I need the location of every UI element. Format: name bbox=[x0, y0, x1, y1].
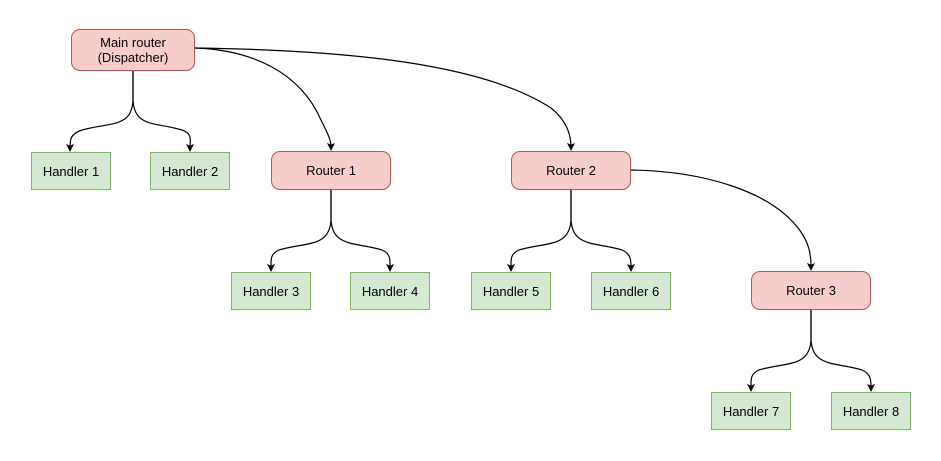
node-label-handler-7: Handler 7 bbox=[722, 403, 780, 419]
edge-router-2-to-handler-5 bbox=[506, 189, 572, 272]
edge-router-3-to-handler-7 bbox=[746, 309, 812, 392]
edge-router-2-to-router-3 bbox=[630, 169, 815, 271]
edge-main-to-handler-2 bbox=[132, 70, 195, 152]
node-label-handler-3: Handler 3 bbox=[242, 283, 300, 299]
node-label-handler-4: Handler 4 bbox=[361, 283, 419, 299]
edge-router-3-to-handler-8 bbox=[810, 309, 875, 392]
node-handler-3[interactable]: Handler 3 bbox=[231, 272, 311, 310]
node-label-main-router: Main router (Dispatcher) bbox=[97, 35, 169, 65]
edge-router-1-to-handler-3 bbox=[266, 189, 332, 272]
node-main-router[interactable]: Main router (Dispatcher) bbox=[71, 29, 195, 71]
node-label-handler-2: Handler 2 bbox=[161, 163, 219, 179]
node-label-handler-8: Handler 8 bbox=[842, 403, 900, 419]
node-router-2[interactable]: Router 2 bbox=[511, 151, 631, 190]
node-handler-4[interactable]: Handler 4 bbox=[350, 272, 430, 310]
edge-router-2-to-handler-6 bbox=[570, 189, 635, 272]
node-label-handler-6: Handler 6 bbox=[602, 283, 660, 299]
node-handler-8[interactable]: Handler 8 bbox=[831, 392, 911, 430]
node-router-1[interactable]: Router 1 bbox=[271, 151, 391, 190]
node-label-handler-5: Handler 5 bbox=[482, 283, 540, 299]
node-label-router-2: Router 2 bbox=[546, 163, 596, 178]
edge-main-to-handler-1 bbox=[66, 70, 134, 152]
node-label-router-1: Router 1 bbox=[306, 163, 356, 178]
node-handler-6[interactable]: Handler 6 bbox=[591, 272, 671, 310]
edge-main-to-router-1 bbox=[194, 47, 335, 151]
node-handler-2[interactable]: Handler 2 bbox=[150, 152, 230, 190]
node-handler-1[interactable]: Handler 1 bbox=[31, 152, 111, 190]
node-handler-5[interactable]: Handler 5 bbox=[471, 272, 551, 310]
edge-group bbox=[66, 47, 875, 392]
node-label-handler-1: Handler 1 bbox=[42, 163, 100, 179]
node-handler-7[interactable]: Handler 7 bbox=[711, 392, 791, 430]
node-label-router-3: Router 3 bbox=[786, 283, 836, 298]
edge-router-1-to-handler-4 bbox=[330, 189, 395, 272]
node-router-3[interactable]: Router 3 bbox=[751, 271, 871, 310]
edge-main-to-router-2 bbox=[194, 47, 575, 151]
